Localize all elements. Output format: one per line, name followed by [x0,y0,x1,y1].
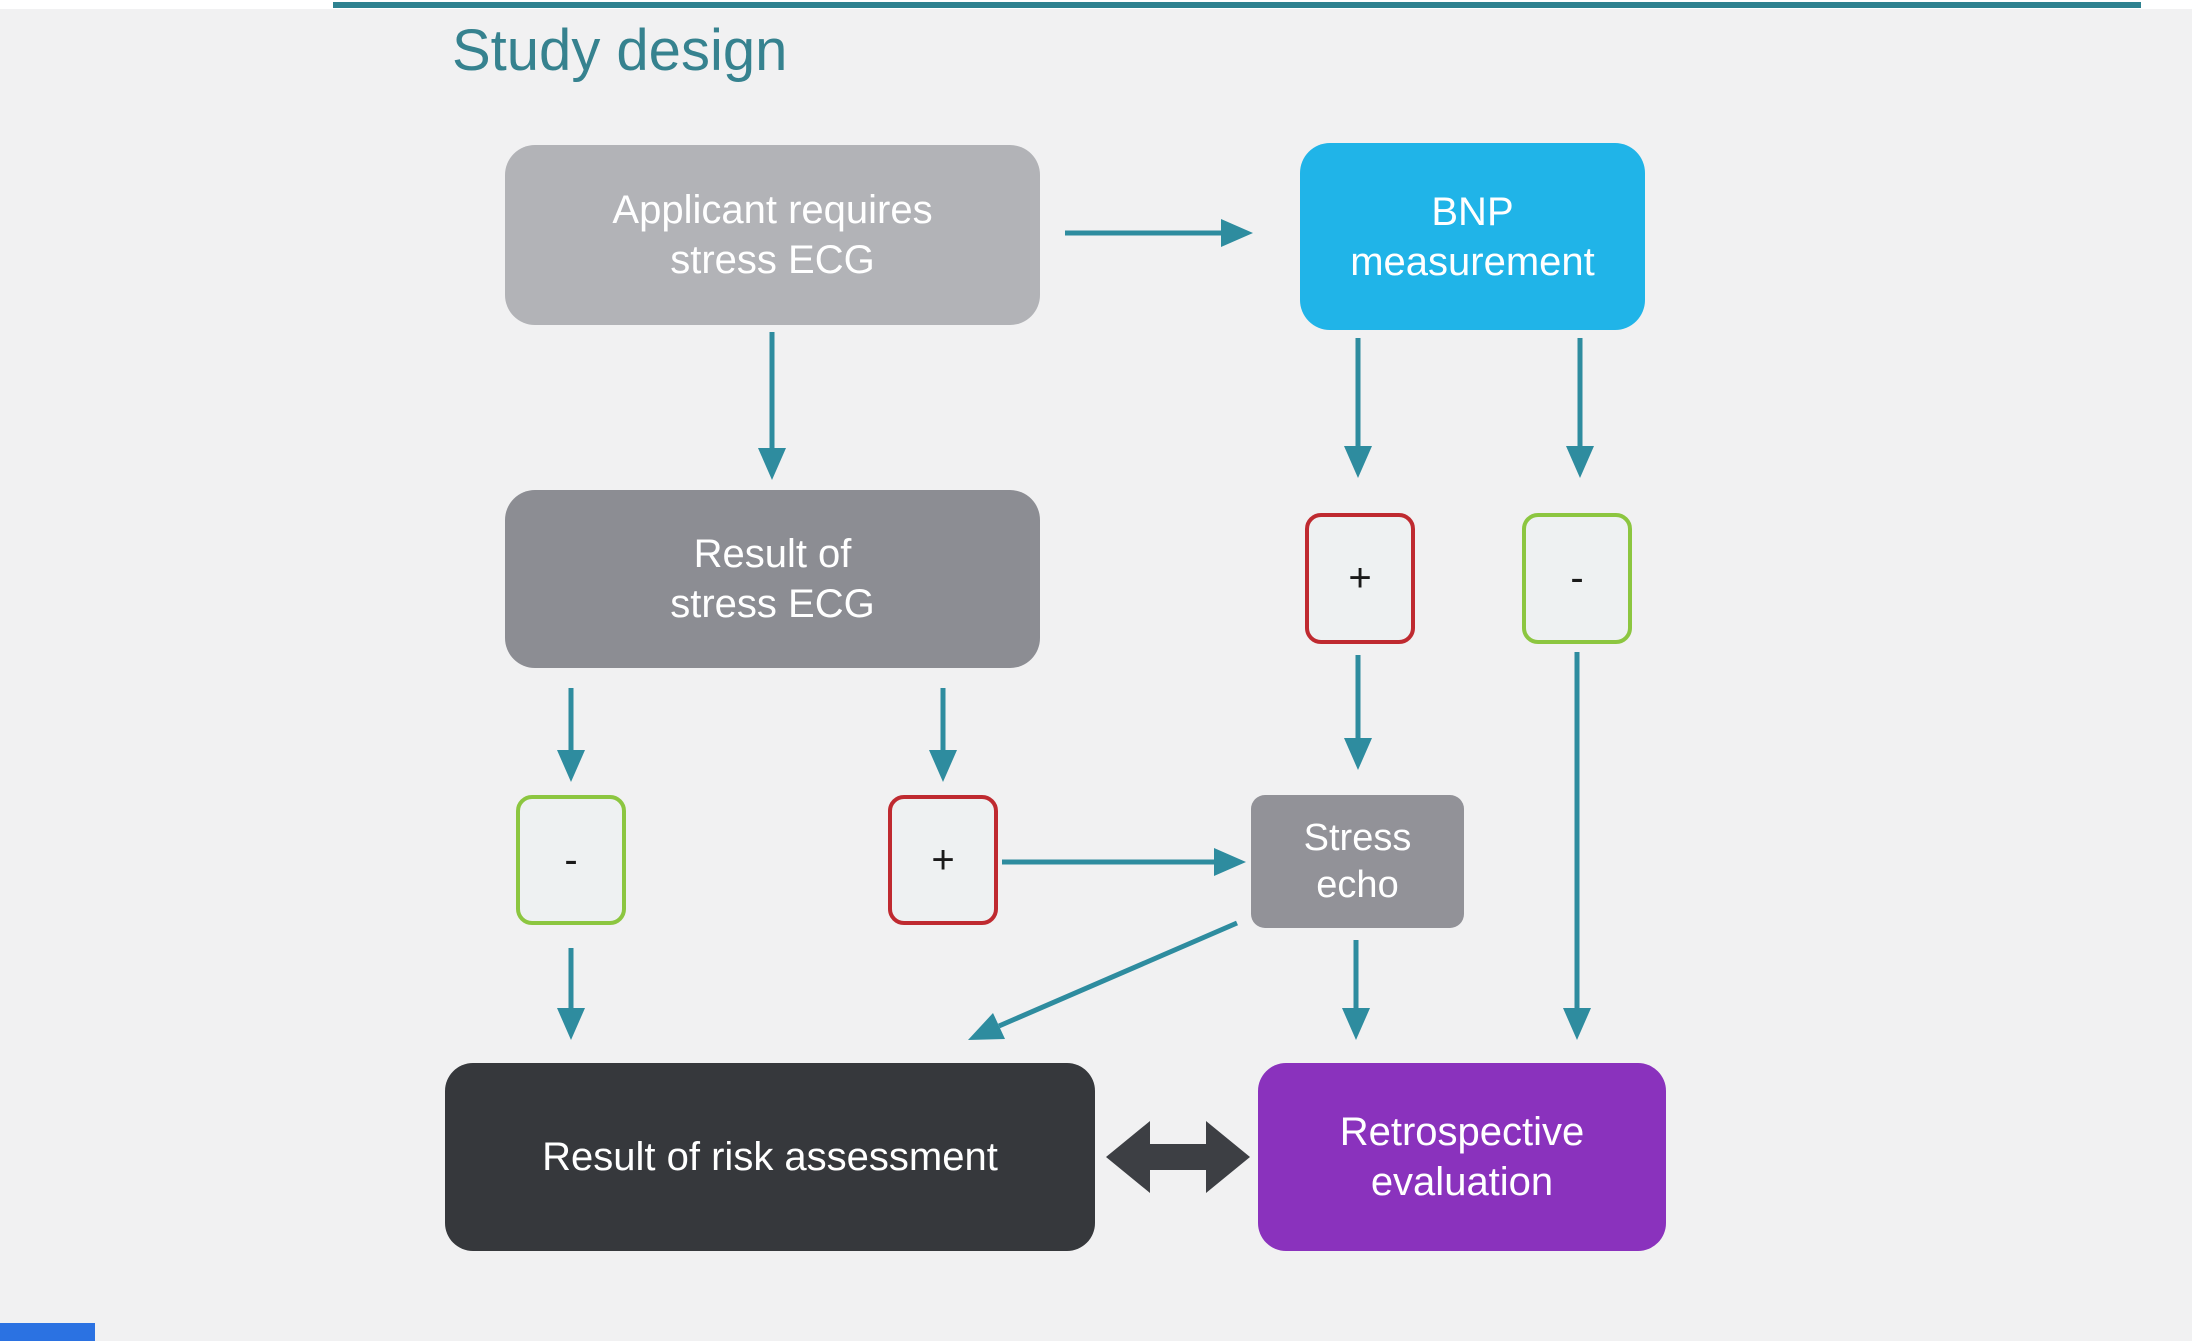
arrow-result-ecg-to-plus [929,688,957,782]
node-bnp-measurement: BNP measurement [1300,143,1645,330]
plus-sign: + [931,837,955,882]
node-label-line: stress ECG [670,582,875,626]
node-bnp-positive: + [1305,513,1415,644]
page-title: Study design [452,18,788,83]
arrow-ecg-minus-to-risk [557,948,585,1040]
arrow-ecg-plus-to-stress-echo [1002,848,1246,876]
double-arrow-risk-retro [1106,1121,1250,1193]
node-stress-echo: Stress echo [1251,795,1464,928]
node-label-line: stress ECG [670,238,875,282]
bottom-left-blue-strip [0,1323,95,1341]
arrow-bnp-to-plus [1344,338,1372,478]
node-ecg-positive: + [888,795,998,925]
minus-sign: - [1570,556,1584,600]
node-label-line: echo [1316,863,1399,906]
node-ecg-negative: - [516,795,626,925]
node-label-line: Retrospective [1339,1110,1585,1154]
arrow-applicant-to-bnp [1065,219,1253,247]
node-retrospective-evaluation: Retrospective evaluation [1258,1063,1666,1251]
arrow-stress-echo-to-risk-diagonal [968,920,1238,1040]
minus-sign: - [564,837,578,882]
arrow-bnp-to-minus [1566,338,1594,478]
node-label-line: Applicant requires [612,188,933,232]
arrow-stress-echo-to-retro [1342,940,1370,1040]
node-label-line: BNP [1431,189,1514,234]
node-result-of-stress-ecg: Result of stress ECG [505,490,1040,668]
node-label-line: measurement [1350,239,1595,284]
node-applicant-requires-stress-ecg: Applicant requires stress ECG [505,145,1040,325]
arrow-bnp-minus-to-retro [1563,652,1591,1040]
plus-sign: + [1348,556,1372,600]
top-accent-line [333,2,2141,8]
node-label-line: evaluation [1370,1160,1554,1204]
arrow-applicant-down [758,332,786,480]
node-result-of-risk-assessment: Result of risk assessment [445,1063,1095,1251]
arrow-bnp-plus-to-stress-echo [1344,655,1372,770]
node-label-line: Stress [1303,816,1412,859]
node-label-line: Result of risk assessment [542,1135,998,1179]
node-label-line: Result of [693,532,852,576]
node-bnp-negative: - [1522,513,1632,644]
arrow-result-ecg-to-minus [557,688,585,782]
